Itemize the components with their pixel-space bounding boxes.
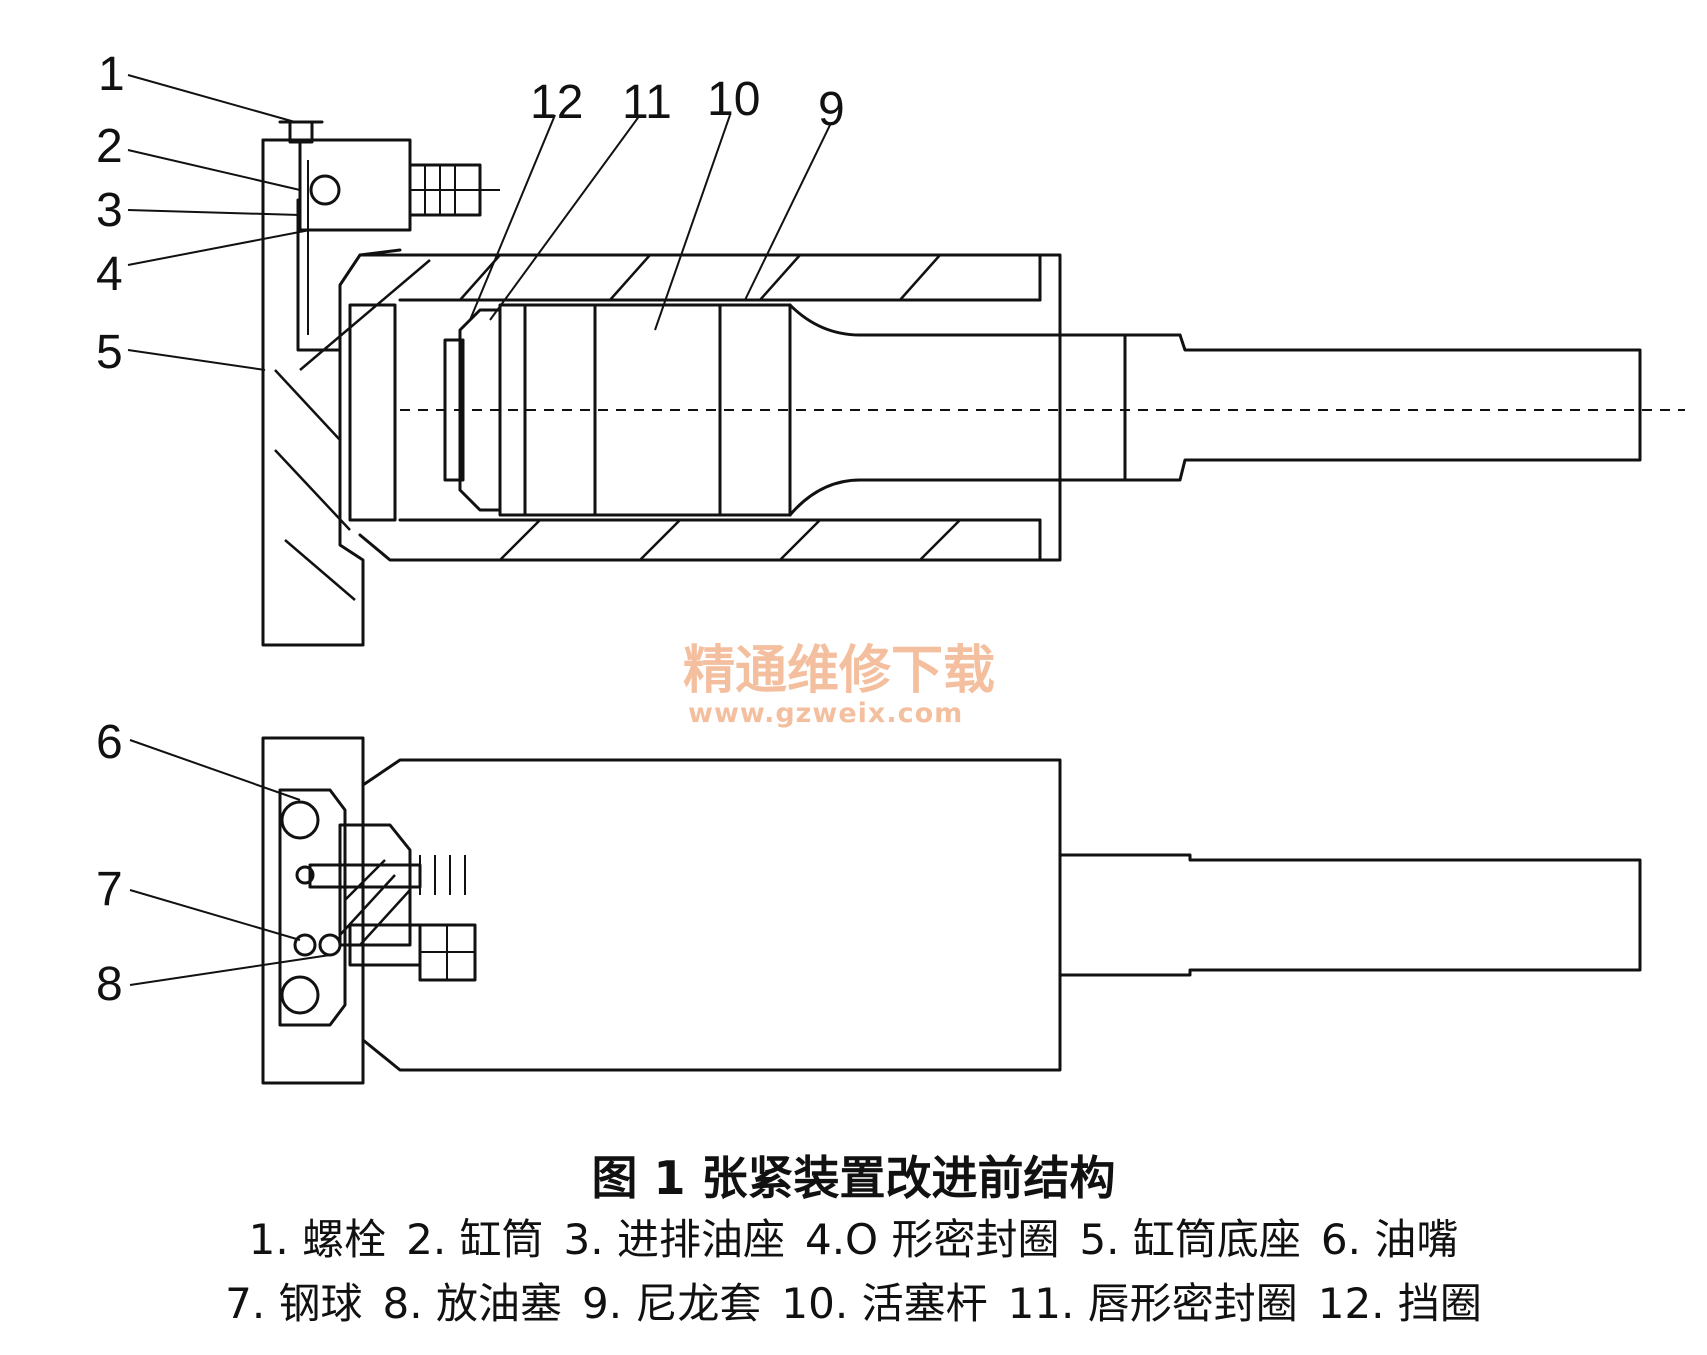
legend-line-2: 7. 钢球 8. 放油塞 9. 尼龙套 10. 活塞杆 11. 唇形密封圈 12. 挡圈 xyxy=(0,1270,1707,1331)
callout-numbers: 1 2 3 4 5 12 11 10 9 6 7 8 xyxy=(96,48,845,1011)
figure-caption-title: 图 1 张紧装置改进前结构 xyxy=(591,1151,1116,1205)
watermark: 精通维修下载 www.gzweix.com xyxy=(683,641,995,729)
legend-item: 4.O 形密封圈 xyxy=(804,1215,1060,1264)
callout-3: 3 xyxy=(96,184,123,237)
callout-11: 11 xyxy=(622,76,672,129)
legend-item: 6. 油嘴 xyxy=(1320,1215,1459,1264)
callout-7: 7 xyxy=(96,863,123,916)
callout-2: 2 xyxy=(96,120,123,173)
legend-item: 1. 螺栓 xyxy=(248,1215,387,1264)
watermark-text: 精通维修下载 xyxy=(683,641,995,701)
callout-6: 6 xyxy=(96,716,123,769)
legend-item: 12. 挡圈 xyxy=(1317,1279,1482,1328)
callout-12: 12 xyxy=(530,76,583,129)
legend-item: 5. 缸筒底座 xyxy=(1079,1215,1301,1264)
legend-item: 2. 缸筒 xyxy=(406,1215,544,1264)
legend-line-1: 1. 螺栓 2. 缸筒 3. 进排油座 4.O 形密封圈 5. 缸筒底座 6. 油嘴 xyxy=(0,1206,1707,1267)
callout-9: 9 xyxy=(818,83,845,136)
watermark-url: www.gzweix.com xyxy=(688,698,963,729)
legend-item: 3. 进排油座 xyxy=(563,1215,785,1264)
callout-5: 5 xyxy=(96,326,123,379)
callout-leaders xyxy=(127,74,831,986)
callout-8: 8 xyxy=(96,958,123,1011)
legend-item: 8. 放油塞 xyxy=(382,1279,562,1328)
callout-4: 4 xyxy=(96,248,123,301)
top-section-view xyxy=(261,120,1685,647)
legend-item: 7. 钢球 xyxy=(225,1279,363,1328)
callout-10: 10 xyxy=(707,73,760,126)
legend-item: 11. 唇形密封圈 xyxy=(1007,1279,1298,1328)
bottom-exterior-view xyxy=(261,736,1642,1085)
callout-1: 1 xyxy=(98,48,125,101)
legend-item: 10. 活塞杆 xyxy=(781,1279,988,1328)
legend-item: 9. 尼龙套 xyxy=(581,1279,762,1328)
